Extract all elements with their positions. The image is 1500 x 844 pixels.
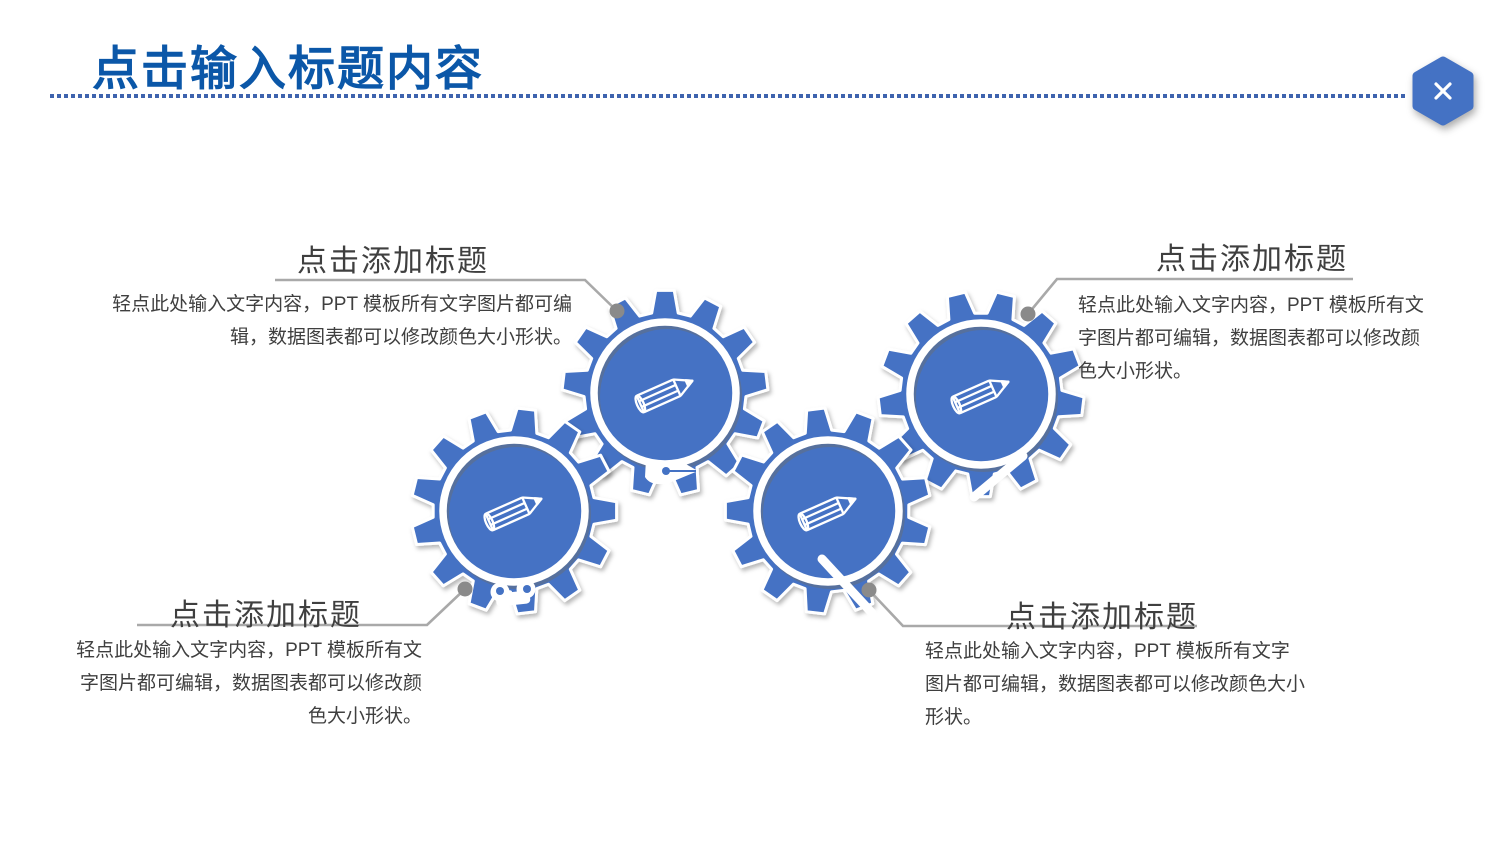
pencil-icon — [634, 378, 694, 414]
page-title: 点击输入标题内容 — [92, 42, 484, 95]
callout-connector-2 — [1020, 277, 1353, 322]
callout-title-top-left: 点击添加标题 — [297, 245, 489, 278]
pencil-icon — [950, 379, 1010, 415]
callout-body-top-right: 轻点此处输入文字内容，PPT 模板所有文字图片都可编辑，数据图表都可以修改颜色大… — [1078, 295, 1424, 382]
close-button-hexagon — [1412, 56, 1474, 126]
close-button[interactable] — [1406, 50, 1480, 134]
pencil-icon — [797, 496, 857, 532]
gear-decorations — [490, 451, 1028, 618]
callout-connector-1 — [275, 278, 625, 319]
gear-2 — [876, 290, 1086, 499]
dotted-divider — [50, 94, 1406, 98]
callout-body-bottom-left: 轻点此处输入文字内容，PPT 模板所有文字图片都可编辑，数据图表都可以修改颜色大… — [76, 640, 422, 727]
white-slash — [817, 554, 877, 618]
gear-4 — [723, 406, 932, 616]
callout-body-bottom-right: 轻点此处输入文字内容，PPT 模板所有文字图片都可编辑，数据图表都可以修改颜色大… — [925, 641, 1306, 728]
gear-1 — [560, 288, 770, 497]
callout-title-top-right: 点击添加标题 — [1156, 243, 1348, 276]
gear-3 — [410, 406, 619, 616]
callout-title-bottom-left: 点击添加标题 — [170, 599, 362, 632]
close-icon — [1434, 82, 1452, 100]
white-slash — [969, 451, 1028, 502]
callout-body-top-left: 轻点此处输入文字内容，PPT 模板所有文字图片都可编辑，数据图表都可以修改颜色大… — [112, 294, 572, 348]
callout-connector-3 — [137, 581, 473, 627]
pencil-icon — [483, 496, 543, 532]
callout-connector-4 — [861, 582, 1197, 628]
callout-title-bottom-right: 点击添加标题 — [1006, 601, 1198, 634]
